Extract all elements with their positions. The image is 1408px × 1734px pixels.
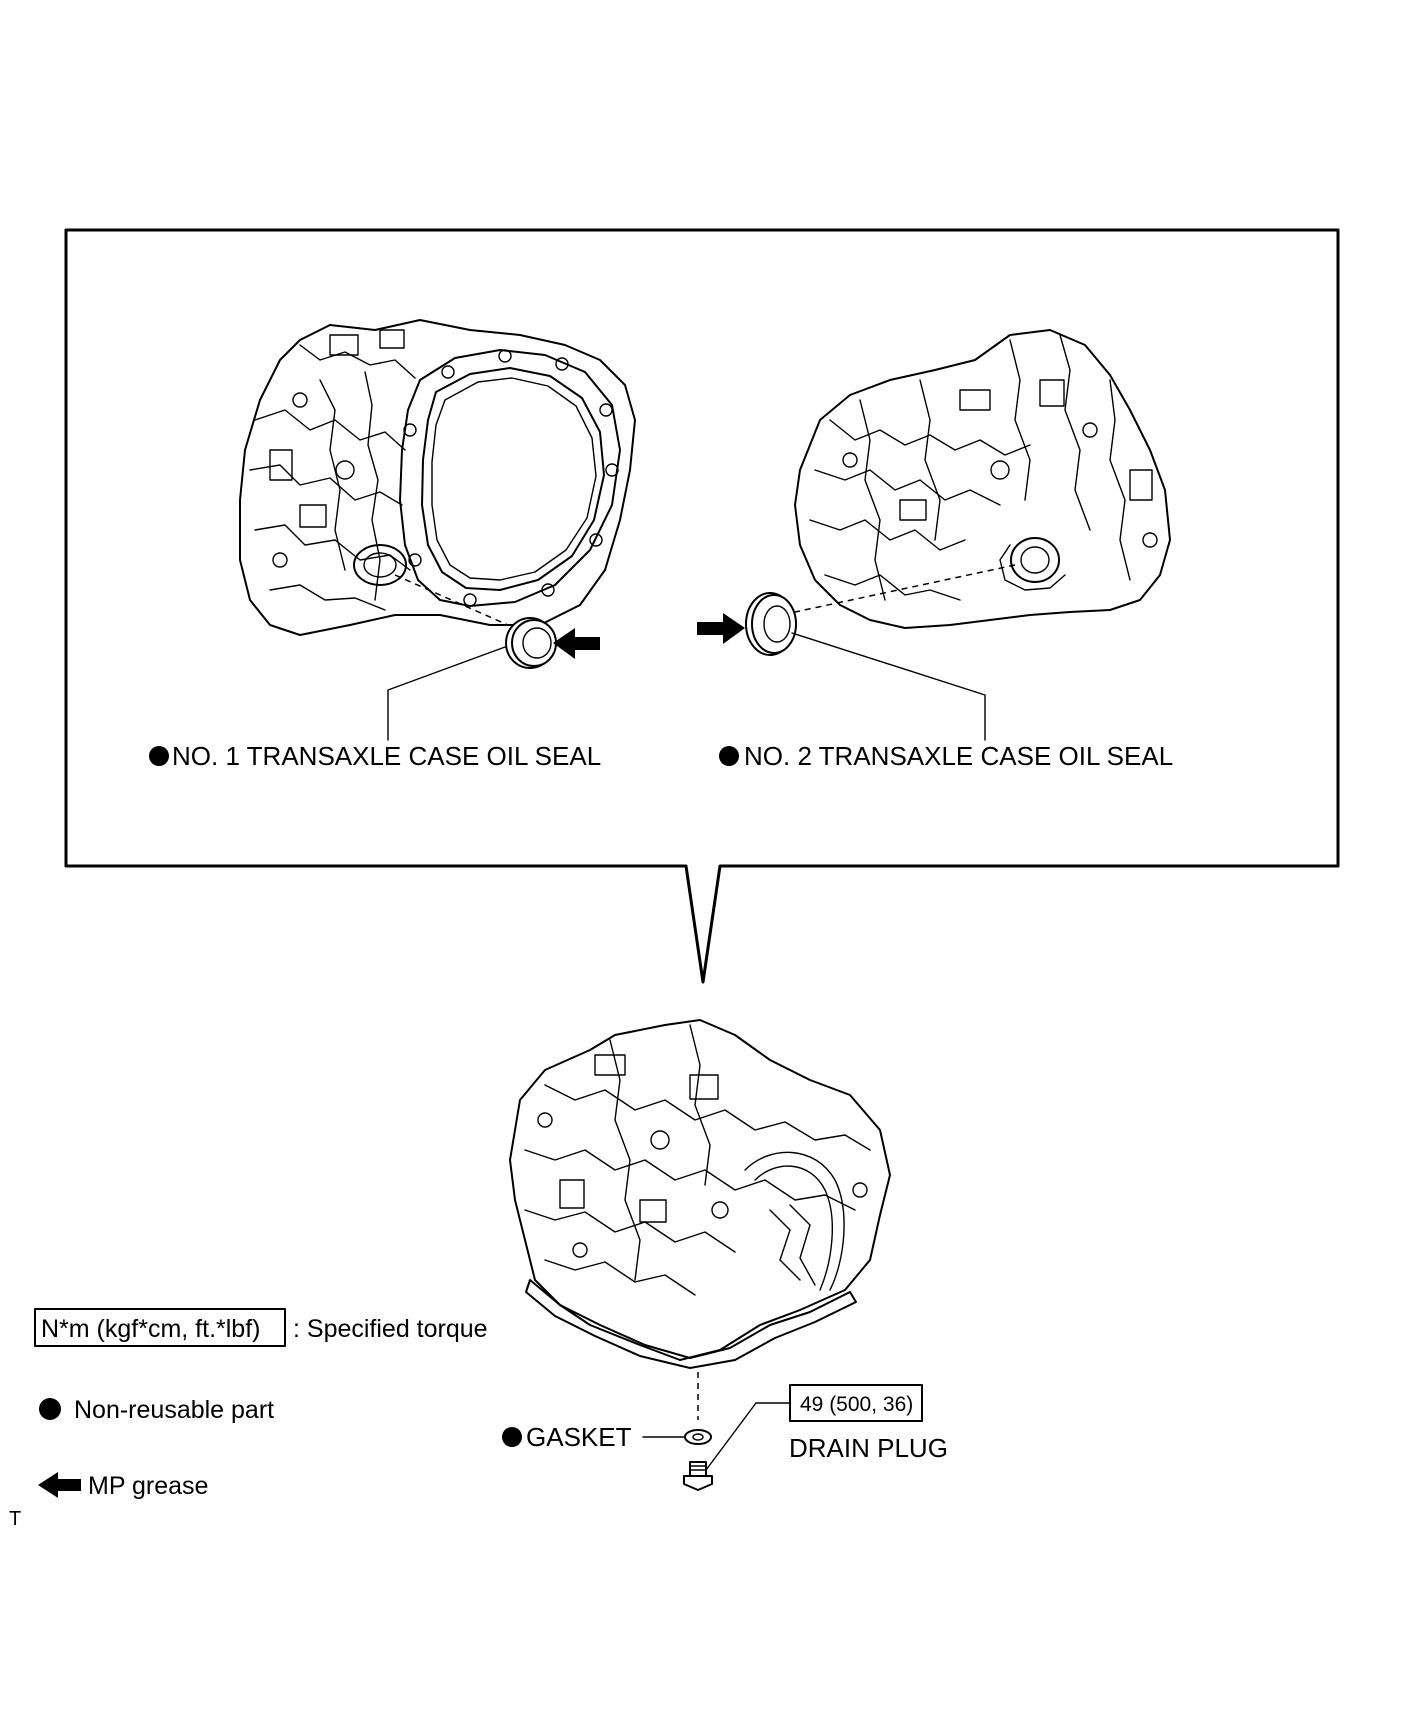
drain-plug-label: DRAIN PLUG [789,1433,948,1463]
oil-seal-1-part [505,617,557,669]
seal-2-label: NO. 2 TRANSAXLE CASE OIL SEAL [744,741,1173,771]
legend-torque-box [34,1308,286,1347]
callout-frame [64,228,1340,984]
gasket-label: GASKET [526,1422,632,1452]
non-reusable-marker-icon [502,1427,522,1447]
non-reusable-marker-icon [149,746,169,766]
transaxle-case-right-illustration [794,329,1171,629]
gasket-part [684,1429,712,1445]
legend-torque-desc: : Specified torque [293,1315,488,1343]
corner-mark: T [9,1508,21,1530]
oil-seal-2-part [745,592,797,656]
mp-grease-arrow-icon-seal-1 [553,628,600,659]
drain-plug-torque-value: 49 (500, 36) [800,1393,913,1416]
transaxle-assembly-illustration [509,1019,891,1369]
legend-torque-unit: N*m (kgf*cm, ft.*lbf) [41,1315,260,1343]
non-reusable-marker-icon [719,746,739,766]
drain-plug-torque-box [789,1384,923,1422]
seal-1-label: NO. 1 TRANSAXLE CASE OIL SEAL [172,741,601,771]
drain-plug-part [683,1461,713,1491]
legend-non-reusable-label: Non-reusable part [74,1396,274,1424]
legend-non-reusable-icon [39,1398,61,1420]
mp-grease-arrow-icon-seal-2 [697,613,745,644]
legend-grease-label: MP grease [88,1472,208,1500]
legend-grease-arrow-icon [38,1472,81,1498]
transaxle-case-left-illustration [239,319,636,636]
